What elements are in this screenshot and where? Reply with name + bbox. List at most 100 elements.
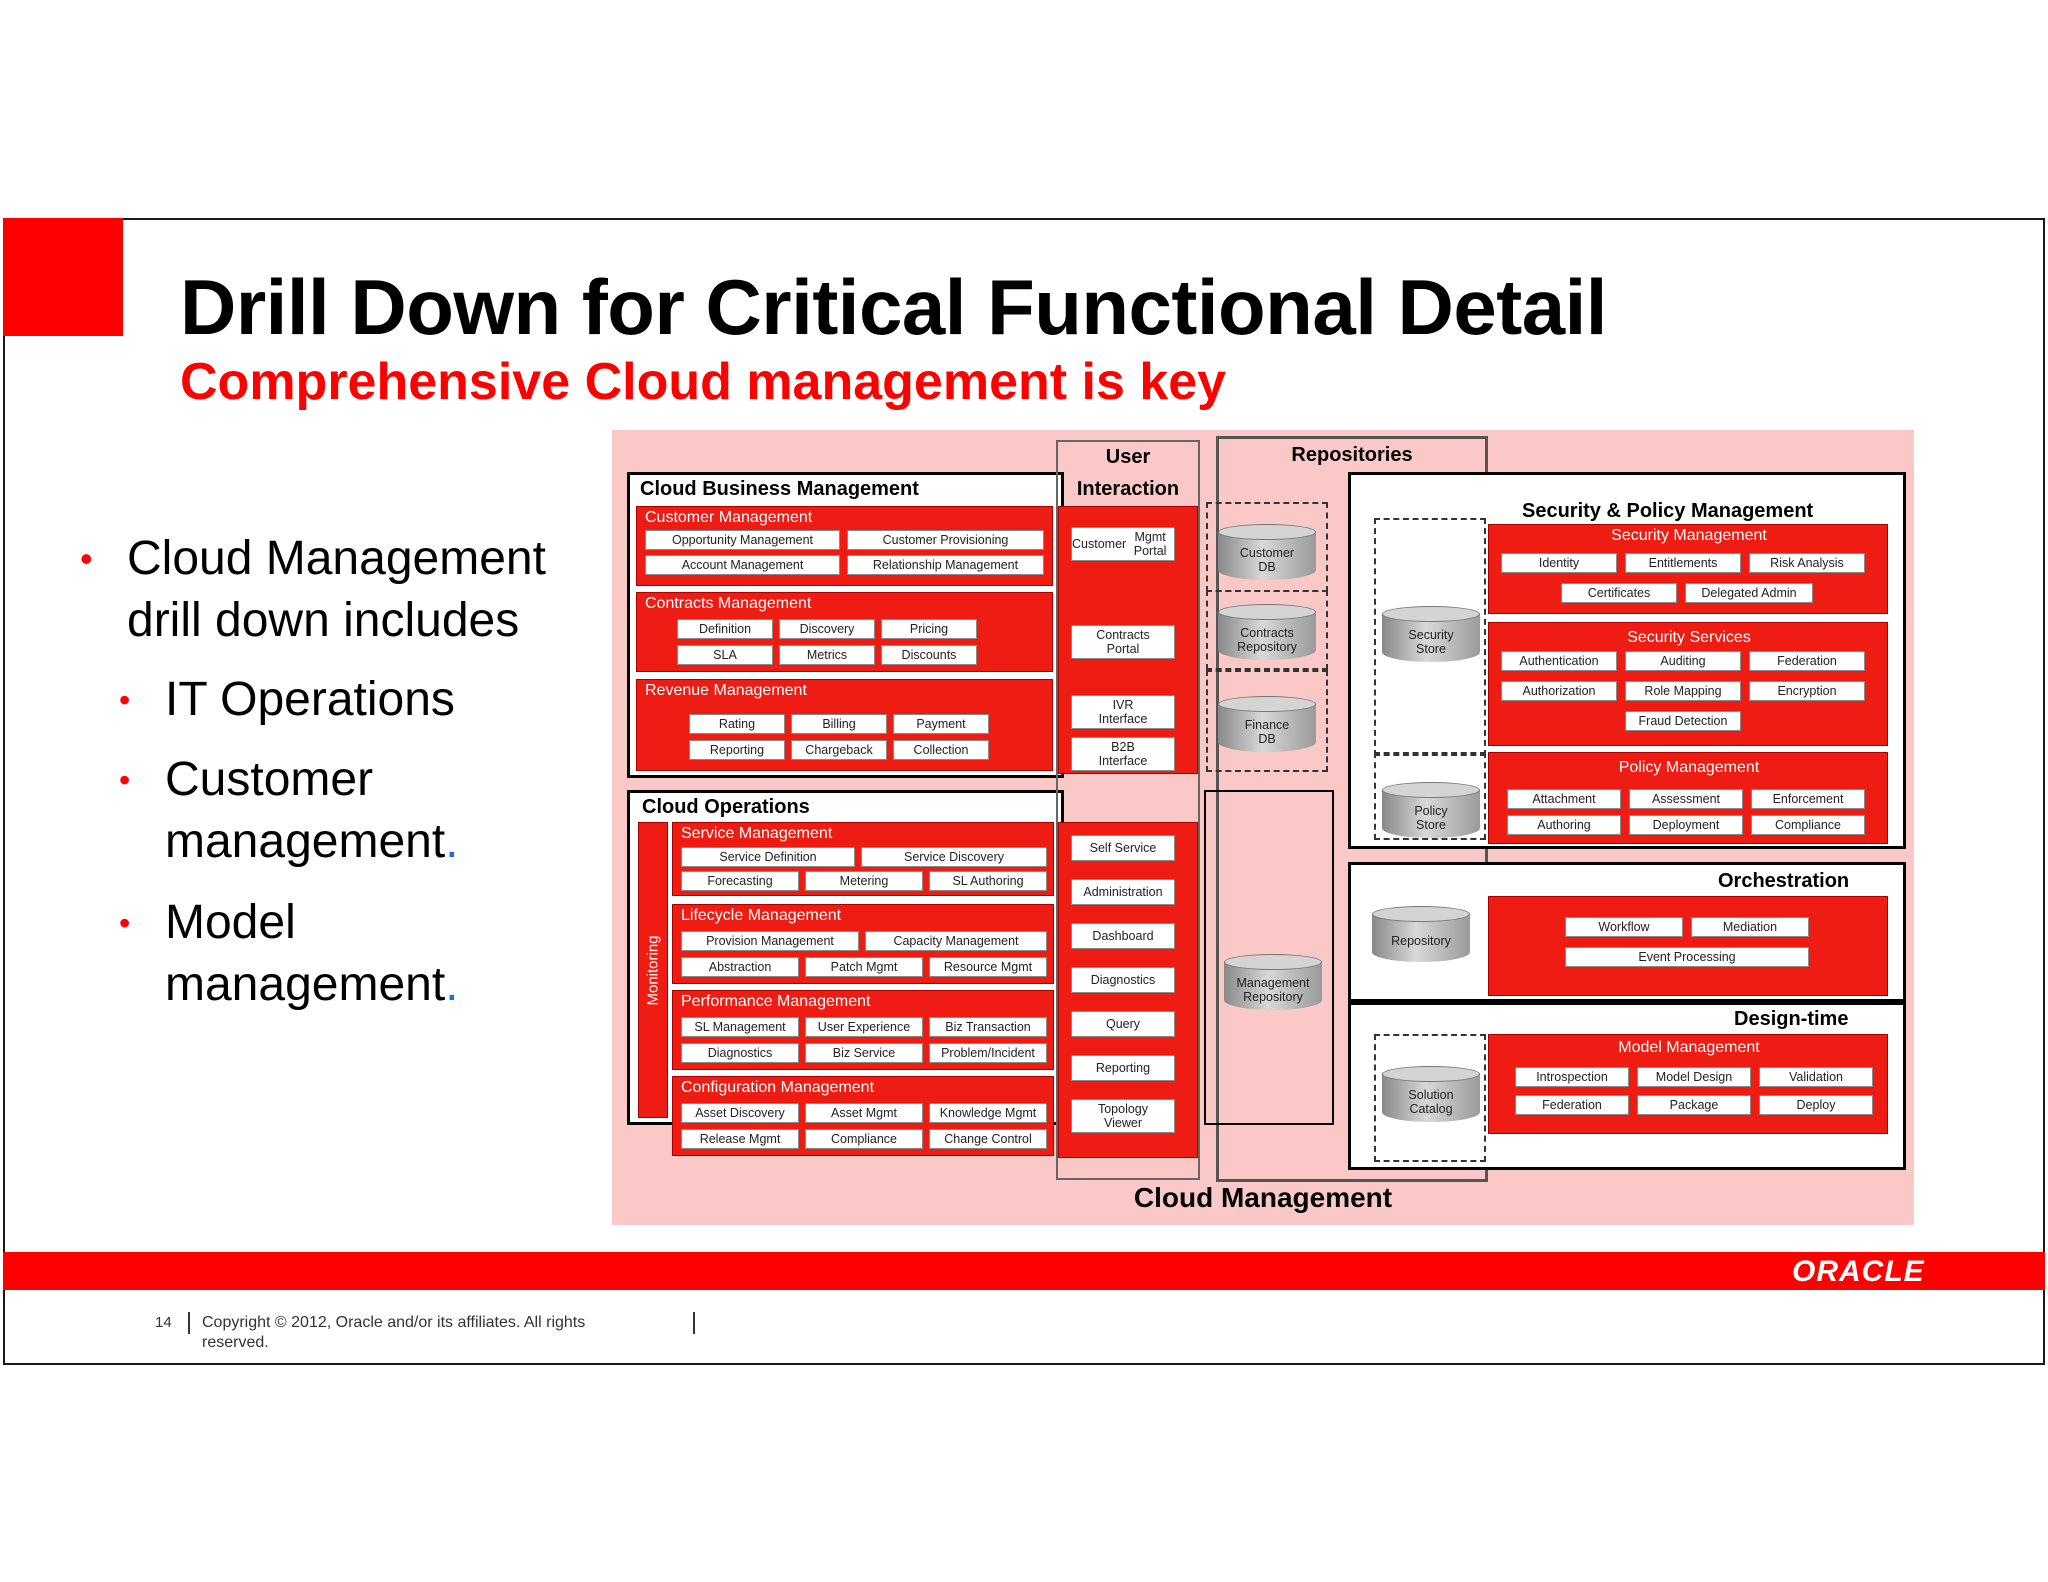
chip-knowledge-mgmt: Knowledge Mgmt [929,1103,1047,1123]
orchestration-group: Workflow Mediation Event Processing [1488,896,1888,996]
security-services-title: Security Services [1627,629,1751,646]
repo-label: Solution [1408,1088,1454,1102]
repo-label: Store [1416,642,1446,656]
revenue-management-group: Revenue Management Rating Billing Paymen… [636,679,1053,771]
repo-label: Repository [1237,640,1297,654]
chip-discovery: Discovery [779,619,875,639]
chip-compliance: Compliance [1751,815,1865,835]
ui-label: B2B [1111,740,1135,754]
chip-fraud-detection: Fraud Detection [1625,711,1741,731]
chip-risk-analysis: Risk Analysis [1749,553,1865,573]
security-management-group: Security Management Identity Entitlement… [1488,524,1888,614]
bullet-3-line2: management [165,815,446,868]
chip-deployment: Deployment [1629,815,1743,835]
repo-label: DB [1258,560,1276,574]
bullet-marker: • [119,762,131,798]
chip-identity: Identity [1501,553,1617,573]
chip-assessment: Assessment [1629,789,1743,809]
ui-label: Portal [1106,642,1140,656]
ui-operations-group: Self Service Administration Dashboard Di… [1058,822,1198,1158]
service-management-group: Service Management Service Definition Se… [672,822,1054,896]
contracts-repo-box [1206,590,1328,670]
chip-role-mapping: Role Mapping [1625,681,1741,701]
chip-metering: Metering [805,871,923,891]
chip-billing: Billing [791,714,887,734]
copyright-text: Copyright © 2012, Oracle and/or its affi… [202,1314,586,1351]
user-interaction-title-line1: User [1105,446,1151,468]
cloud-management-diagram: Cloud Business Management Customer Manag… [612,430,1914,1225]
chip-config-compliance: Compliance [805,1129,923,1149]
chip-capacity-management: Capacity Management [865,931,1047,951]
model-management-group: Model Management Introspection Model Des… [1488,1034,1888,1134]
repo-label: Contracts [1240,626,1294,640]
ui-label: Viewer [1104,1116,1142,1130]
chip-patch-mgmt: Patch Mgmt [805,957,923,977]
ui-reporting: Reporting [1071,1055,1175,1081]
security-management-title: Security Management [1611,527,1767,544]
chip-encryption: Encryption [1749,681,1865,701]
chip-service-definition: Service Definition [681,847,855,867]
monitoring-label: Monitoring [644,934,662,1006]
red-corner-accent [3,218,123,336]
chip-mediation: Mediation [1691,917,1809,937]
bullet-marker: • [119,682,131,718]
chip-asset-mgmt: Asset Mgmt [805,1103,923,1123]
chip-asset-discovery: Asset Discovery [681,1103,799,1123]
repositories-title: Repositories [1291,444,1413,466]
design-time-title: Design-time [1734,1008,1849,1030]
bullet-4-period: . [445,958,459,1011]
model-management-title: Model Management [1618,1039,1760,1056]
page-title: Drill Down for Critical Functional Detai… [180,263,1607,351]
footer-bar [3,1252,2045,1290]
ui-label: Topology [1097,1102,1149,1116]
contracts-management-title: Contracts Management [645,595,812,612]
chip-authentication: Authentication [1501,651,1617,671]
user-interaction-column [1056,440,1200,1180]
chip-package: Package [1637,1095,1751,1115]
chip-forecasting: Forecasting [681,871,799,891]
chip-collection: Collection [893,740,989,760]
chip-resource-mgmt: Resource Mgmt [929,957,1047,977]
bullet-2-text: IT Operations [165,673,455,726]
chip-payment: Payment [893,714,989,734]
chip-sl-authoring: SL Authoring [929,871,1047,891]
cloud-business-title: Cloud Business Management [640,478,919,500]
cloud-management-label: Cloud Management [1133,1182,1393,1213]
repo-label: Customer [1239,546,1295,560]
repo-label: Policy [1414,804,1448,818]
chip-release-mgmt: Release Mgmt [681,1129,799,1149]
bullet-3-line1: Customer [165,753,374,806]
chip-definition: Definition [677,619,773,639]
chip-biz-transaction: Biz Transaction [929,1017,1047,1037]
chip-attachment: Attachment [1507,789,1621,809]
footer-divider [693,1312,695,1334]
chip-chargeback: Chargeback [791,740,887,760]
repo-label: Security [1408,628,1454,642]
repo-label: Repository [1243,990,1303,1004]
chip-pricing: Pricing [881,619,977,639]
service-management-title: Service Management [681,825,833,842]
ui-label: Customer [1072,537,1127,551]
bullet-marker: • [80,538,93,579]
repo-label: Store [1416,818,1446,832]
security-store-box [1374,518,1486,756]
chip-user-experience: User Experience [805,1017,923,1037]
lifecycle-management-group: Lifecycle Management Provision Managemen… [672,904,1054,984]
security-services-group: Security Services Authentication Auditin… [1488,622,1888,746]
repository-icon: Repository [1372,906,1470,968]
chip-delegated-admin: Delegated Admin [1685,583,1813,603]
configuration-management-title: Configuration Management [681,1079,875,1096]
ops-repo-frame [1204,790,1334,1125]
ui-self-service: Self Service [1071,835,1175,861]
chip-deploy: Deploy [1759,1095,1873,1115]
ui-dashboard: Dashboard [1071,923,1175,949]
chip-discounts: Discounts [881,645,977,665]
chip-provision-management: Provision Management [681,931,859,951]
